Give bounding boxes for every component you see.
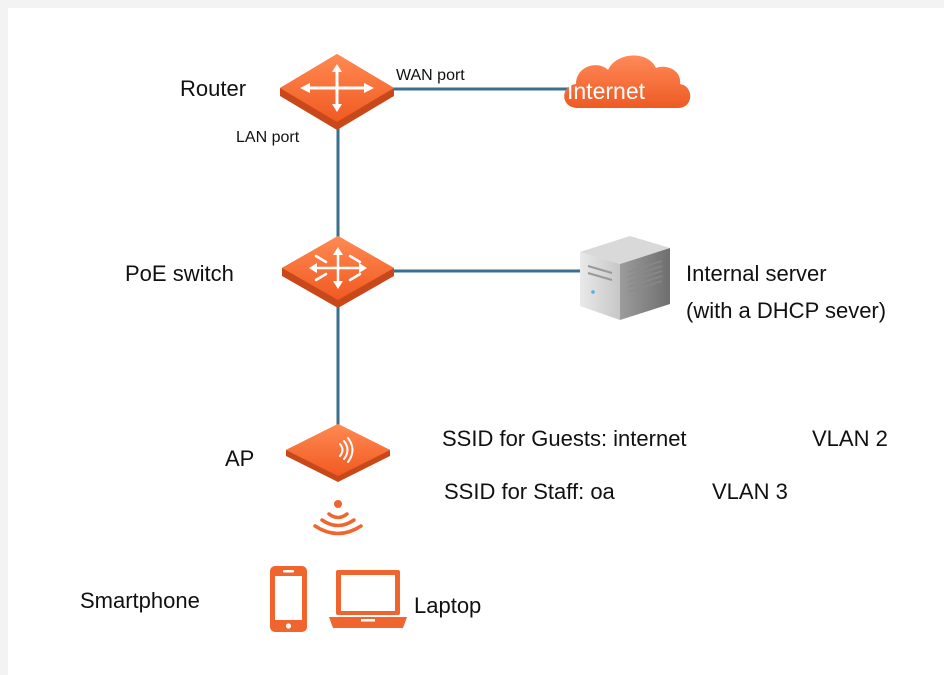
poe-switch-label: PoE switch (125, 261, 234, 286)
server-label-line1: Internal server (686, 261, 827, 286)
server-label-line2: (with a DHCP sever) (686, 298, 886, 323)
laptop-label: Laptop (414, 593, 481, 618)
wan-port-label: WAN port (396, 67, 465, 84)
links (336, 87, 580, 430)
smartphone-icon (270, 566, 307, 632)
ssid-staff-text: SSID for Staff: oa (444, 479, 616, 504)
router-icon (280, 54, 394, 130)
router-label: Router (180, 76, 246, 101)
switch-icon (282, 236, 394, 308)
laptop-icon (329, 570, 407, 628)
network-diagram: Router WAN port LAN port Internet PoE sw… (8, 8, 944, 675)
wifi-signal-icon (313, 500, 363, 536)
ssid-guests-text: SSID for Guests: internet (442, 426, 687, 451)
ap-label: AP (225, 446, 254, 471)
cloud-icon (564, 55, 691, 108)
access-point-icon (286, 394, 390, 482)
smartphone-label: Smartphone (80, 588, 200, 613)
ssid-guests-vlan: VLAN 2 (812, 426, 888, 451)
diagram-svg: Router WAN port LAN port Internet PoE sw… (80, 54, 888, 632)
lan-port-label: LAN port (236, 129, 300, 146)
internet-label: Internet (567, 78, 646, 104)
ssid-staff-vlan: VLAN 3 (712, 479, 788, 504)
server-icon (580, 236, 670, 320)
